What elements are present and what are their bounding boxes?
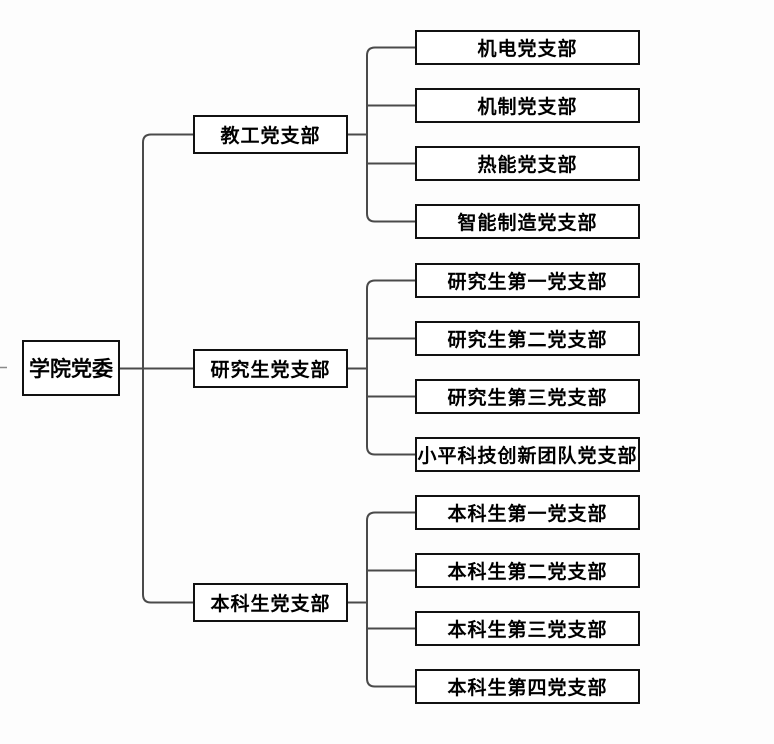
- org-node-leaf: 小平科技创新团队党支部: [415, 437, 640, 472]
- org-node-leaf: 研究生第三党支部: [415, 379, 640, 414]
- org-node-leaf: 本科生第三党支部: [415, 611, 640, 646]
- org-node-leaf: 本科生第二党支部: [415, 553, 640, 588]
- org-node-root: 学院党委: [22, 340, 120, 396]
- org-node-branch-undergraduate: 本科生党支部: [193, 583, 348, 622]
- org-node-leaf: 本科生第四党支部: [415, 669, 640, 704]
- connector-branch2-trunk: [366, 279, 415, 456]
- connector-branch3-trunk: [366, 511, 415, 688]
- org-node-leaf: 机制党支部: [415, 88, 640, 123]
- org-node-leaf: 智能制造党支部: [415, 204, 640, 239]
- connector-branch1-trunk: [366, 46, 415, 223]
- org-node-leaf: 研究生第一党支部: [415, 263, 640, 298]
- org-node-leaf: 研究生第二党支部: [415, 321, 640, 356]
- org-node-leaf: 热能党支部: [415, 146, 640, 181]
- org-node-branch-faculty: 教工党支部: [193, 115, 348, 154]
- org-node-leaf: 机电党支部: [415, 30, 640, 65]
- connector-main-trunk: [142, 133, 193, 604]
- org-node-branch-graduate: 研究生党支部: [193, 349, 348, 388]
- org-node-leaf: 本科生第一党支部: [415, 495, 640, 530]
